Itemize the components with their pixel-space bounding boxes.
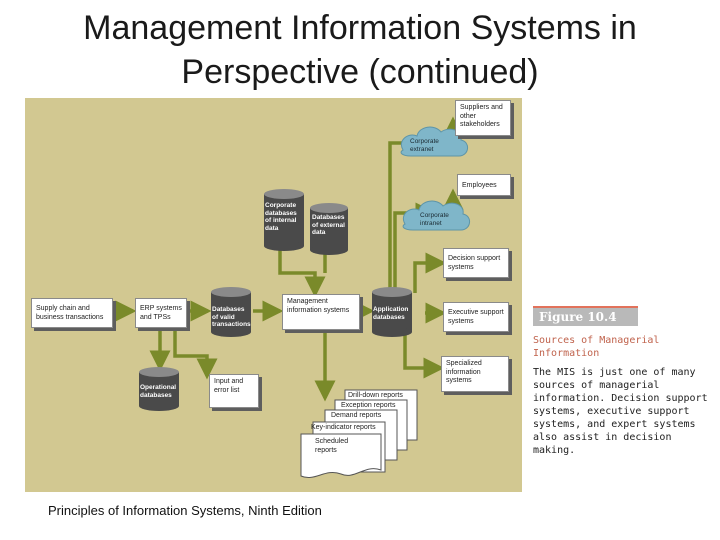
label-operational-db: Operational databases [140, 384, 177, 399]
report-stack [300, 389, 418, 478]
figure-caption: Figure 10.4 Sources of Managerial Inform… [533, 306, 713, 457]
label-app-db: Application databases [373, 306, 409, 321]
arrow-internal-mis [278, 243, 326, 298]
cylinder-app-db [372, 287, 412, 337]
cylinder-internal-db [264, 189, 304, 251]
label-drilldown-reports: Drill-down reports [348, 392, 403, 399]
arrow-erp-inputerror [173, 330, 218, 380]
cylinder-external-db [310, 203, 348, 255]
slide-footer: Principles of Information Systems, Ninth… [48, 503, 322, 518]
slide-title: Management Information Systems in Perspe… [83, 9, 637, 91]
figure-text: The MIS is just one of many sources of m… [533, 367, 708, 456]
box-mis: Management information systems [282, 294, 360, 330]
label-db-valid: Databases of valid transactions [212, 306, 251, 328]
label-db-external: Databases of external data [312, 214, 345, 236]
clouds [400, 126, 470, 231]
label-db-internal: Corporate databases of internal data [265, 202, 297, 232]
cylinders [139, 189, 412, 411]
box-erp-tps: ERP systems and TPSs [135, 298, 187, 328]
box-suppliers: Suppliers and other stakeholders [455, 100, 511, 136]
cloud-intranet [402, 200, 470, 231]
box-executive-support: Executive support systems [443, 302, 509, 332]
label-scheduled-reports: Scheduled reports [315, 438, 349, 454]
label-corporate-intranet: Corporate intranet [420, 212, 449, 227]
diagram-connectors [113, 116, 470, 478]
figure-tag: Figure 10.4 [533, 306, 638, 326]
box-specialized-is: Specialized information systems [441, 356, 509, 392]
box-decision-support: Decision support systems [443, 248, 509, 278]
cylinder-valid-db [211, 287, 251, 337]
box-employees: Employees [457, 174, 511, 196]
label-demand-reports: Demand reports [331, 412, 382, 419]
arrow-appdb-decision [413, 252, 447, 293]
figure-title: Sources of Managerial Information [533, 335, 660, 359]
label-corporate-extranet: Corporate extranet [410, 138, 439, 153]
mis-diagram: Suppliers and other stakeholders Corpora… [25, 98, 522, 492]
label-keyindicator-reports: Key-indicator reports [311, 424, 376, 431]
box-input-error: Input and error list [209, 374, 259, 408]
page-scheduled [300, 433, 382, 478]
box-supply-chain: Supply chain and business transactions [31, 298, 113, 328]
cylinder-operational-db [139, 367, 179, 411]
label-exception-reports: Exception reports [341, 402, 396, 409]
